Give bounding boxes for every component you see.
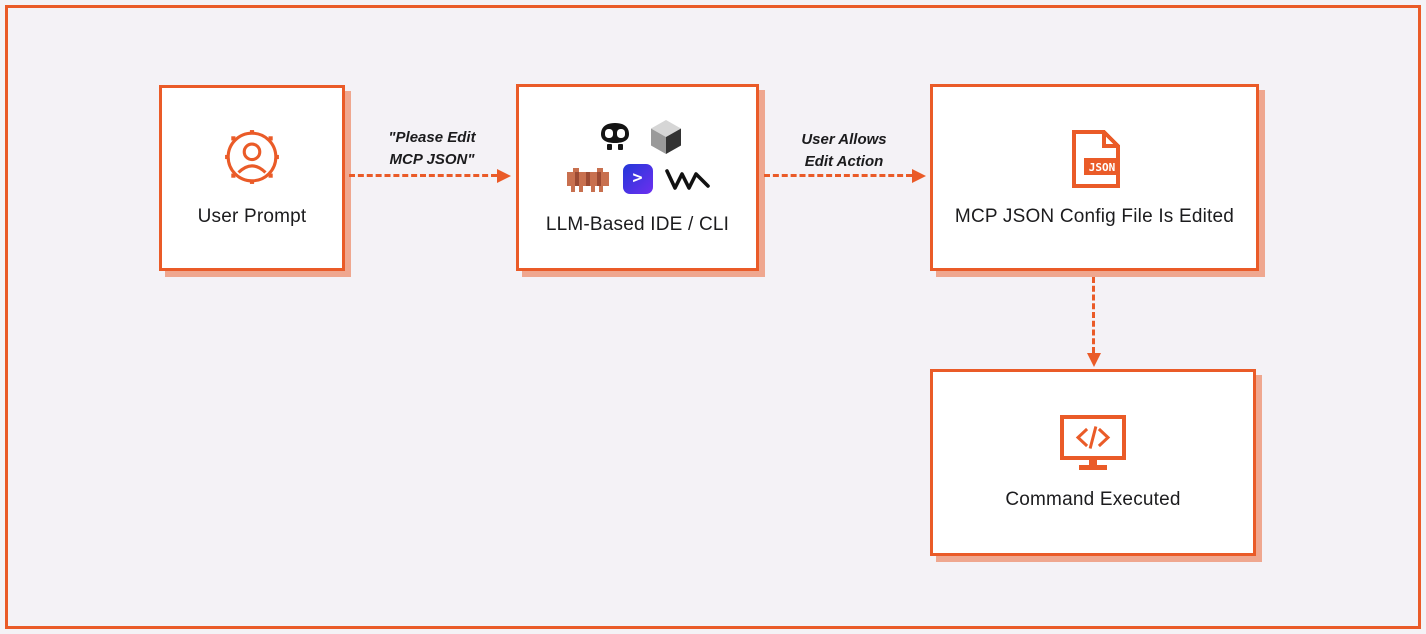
node-label-llm-ide: LLM-Based IDE / CLI [545, 213, 730, 235]
claude-code-icon [566, 167, 609, 192]
ide-logo-row-top [595, 119, 681, 154]
node-label-command-executed: Command Executed [1005, 488, 1181, 510]
node-command-executed: Command Executed [930, 369, 1256, 556]
json-badge-label: JSON [1088, 161, 1115, 174]
monitor-code-icon [1060, 414, 1126, 470]
warp-prompt-glyph: > [632, 167, 643, 188]
node-user-prompt: User Prompt [159, 85, 345, 271]
cursor-icon [650, 119, 681, 154]
arrow-config-to-command [1086, 277, 1101, 367]
json-file-icon: JSON [1071, 129, 1120, 188]
windsurf-icon [664, 168, 710, 190]
warp-terminal-icon: > [622, 163, 653, 194]
node-mcp-json-config: JSON MCP JSON Config File Is Edited [930, 84, 1259, 271]
copilot-icon [600, 122, 629, 150]
user-badge-icon [225, 130, 279, 184]
arrow-ide-to-config [764, 168, 926, 183]
ide-logo-row-bottom: > [565, 163, 711, 194]
code-glyph [1075, 425, 1111, 449]
node-label-config-edited: MCP JSON Config File Is Edited [954, 205, 1235, 227]
edge-label-ide-to-config: User Allows Edit Action [801, 131, 887, 170]
arrow-prompt-to-ide [349, 168, 511, 183]
edge-label-prompt-to-ide: "Please Edit MCP JSON" [388, 129, 476, 168]
node-llm-ide-cli: > LLM-Based IDE / CLI [516, 84, 759, 271]
node-label-user-prompt: User Prompt [197, 206, 307, 227]
